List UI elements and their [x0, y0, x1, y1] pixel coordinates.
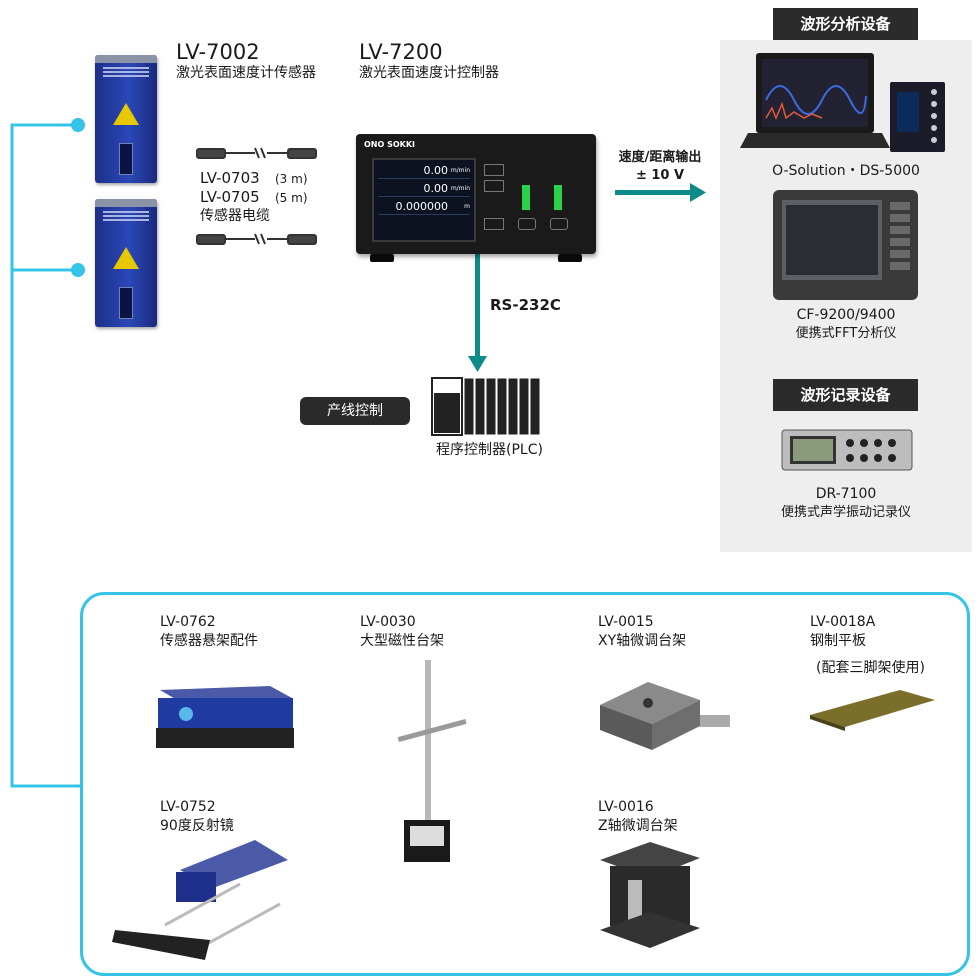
output-arrow [615, 183, 706, 202]
sensor-bus-line [10, 123, 80, 788]
accessory-name: 传感器悬架配件 [160, 633, 258, 649]
accessory-note: (配套三脚架使用) [816, 660, 925, 676]
controller-model: LV-7200 [359, 40, 443, 64]
accessory-name: 90度反射镜 [160, 818, 234, 834]
production-control-tag: 产线控制 [300, 397, 410, 425]
accessory-name: XY轴微调台架 [598, 633, 687, 649]
output-label: 速度/距离输出 [618, 150, 702, 165]
cable-model-2: LV-0705 [200, 188, 260, 206]
cable-image-2 [196, 233, 317, 245]
cable-model-1: LV-0703 [200, 169, 260, 187]
waveform-record-header: 波形记录设备 [773, 379, 918, 411]
recorder-name: 便携式声学振动记录仪 [780, 505, 911, 520]
controller-name: 激光表面速度计控制器 [359, 65, 499, 81]
accessory-name: 钢制平板 [810, 633, 866, 649]
waveform-analysis-header: 波形分析设备 [773, 8, 918, 40]
accessories-box [80, 592, 970, 976]
cable-name: 传感器电缆 [200, 208, 270, 224]
fft-name: 便携式FFT分析仪 [795, 326, 897, 341]
fft-model: CF-9200/9400 [796, 307, 896, 323]
rs232-label: RS-232C [490, 296, 561, 314]
sensor-device-image-1 [95, 55, 157, 183]
reflection-mirror-image [112, 840, 288, 960]
z-stage-image [600, 842, 700, 948]
accessory-model: LV-0752 [160, 799, 216, 815]
magnetic-stand-image [397, 660, 467, 862]
steel-plate-image [810, 690, 935, 731]
laser-warning-icon [113, 103, 139, 125]
accessory-model: LV-0015 [598, 614, 654, 630]
analysis-item1-name: O-Solution・DS-5000 [772, 163, 920, 179]
accessory-model: LV-0030 [360, 614, 416, 630]
cable-length-2: (5 m) [275, 191, 308, 205]
accessory-model: LV-0016 [598, 799, 654, 815]
output-voltage: ± 10 V [635, 168, 685, 183]
laser-warning-icon [113, 247, 139, 269]
plc-name: 程序控制器(PLC) [436, 442, 543, 458]
accessory-model: LV-0762 [160, 614, 216, 630]
sensor-model: LV-7002 [176, 40, 260, 64]
cable-image-1 [196, 147, 317, 159]
sensor-junction-dot-1 [71, 118, 85, 132]
rs232-arrow [468, 252, 487, 372]
recorder-model: DR-7100 [815, 486, 877, 502]
sensor-device-image-2 [95, 199, 157, 327]
accessory-name: Z轴微调台架 [598, 818, 678, 834]
sensor-mount-image [156, 686, 294, 748]
cable-length-1: (3 m) [275, 172, 308, 186]
sensor-name: 激光表面速度计传感器 [176, 65, 316, 81]
xy-stage-image [600, 682, 730, 750]
controller-brand: ONO SOKKI [364, 140, 416, 149]
accessory-model: LV-0018A [810, 614, 876, 630]
accessory-name: 大型磁性台架 [360, 633, 444, 649]
sensor-junction-dot-2 [71, 263, 85, 277]
